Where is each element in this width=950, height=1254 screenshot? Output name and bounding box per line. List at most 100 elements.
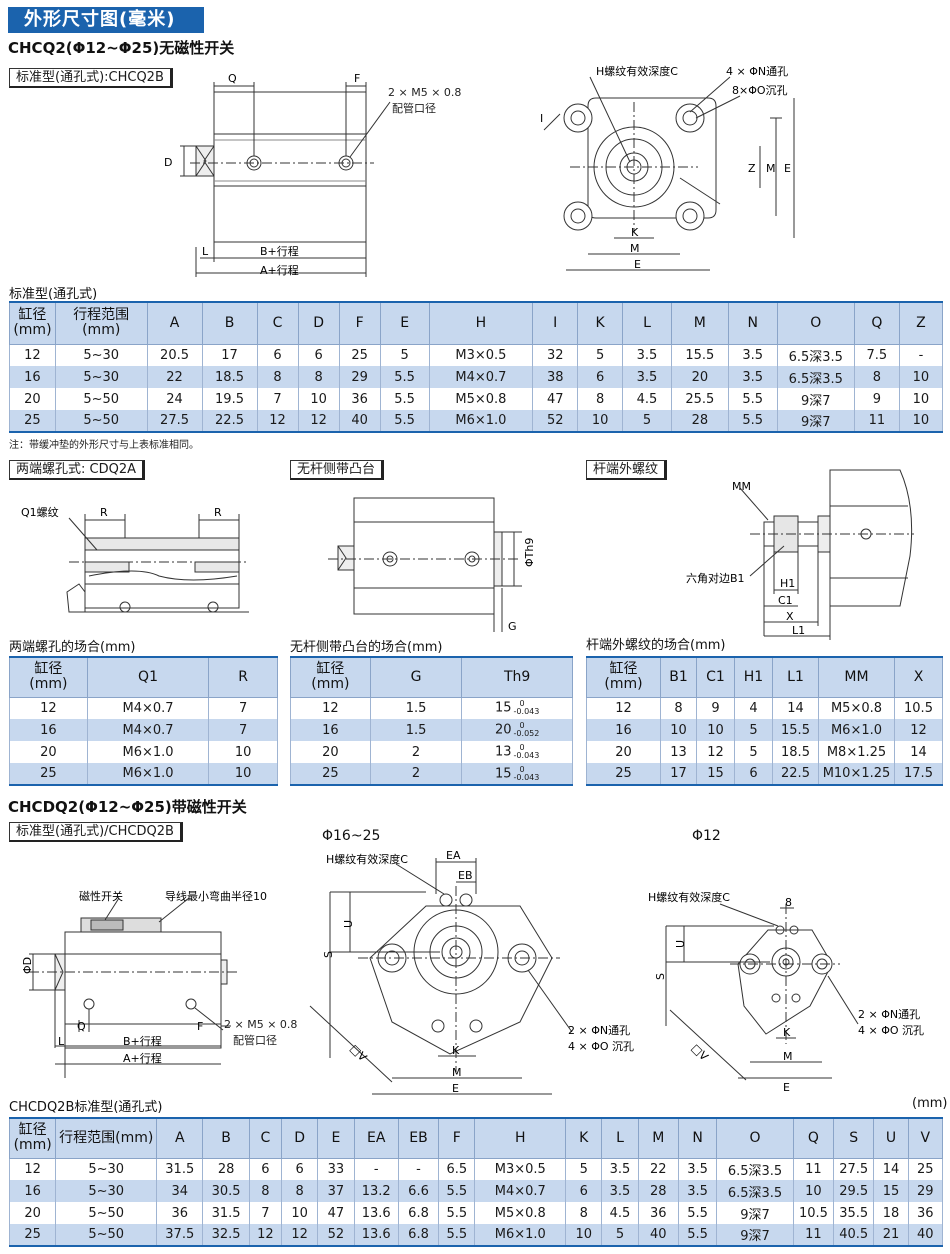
side-label-i: I <box>540 112 543 125</box>
table-cell: 13.6 <box>353 1202 399 1224</box>
diag-c-mm: MM <box>732 480 751 493</box>
s3-side16-n: 2 × ΦN通孔 <box>568 1024 630 1037</box>
table-cell: 6 <box>577 366 624 388</box>
table-cell: 6 <box>256 344 299 366</box>
table-cell: 9 <box>696 697 735 719</box>
diag-c-x: X <box>786 610 794 623</box>
table-cell: 5.5 <box>677 1202 718 1224</box>
s3-side16-o: 4 × ΦO 沉孔 <box>568 1040 634 1053</box>
table-cell: 12 <box>9 697 88 719</box>
front-port-label2: 配管口径 <box>392 102 436 115</box>
table-header-cell: I <box>532 301 579 345</box>
table-header-cell: S <box>833 1117 875 1159</box>
s3-side16-h: H螺纹有效深度C <box>326 852 408 866</box>
table-cell: 10 <box>208 763 278 786</box>
table-cell: 8 <box>281 1180 319 1202</box>
table-cell: 40.5 <box>833 1224 875 1247</box>
table-cell: 18.5 <box>201 366 258 388</box>
table-cell: 20 <box>586 741 661 763</box>
side-label-m: M <box>630 242 640 255</box>
table-cell: M8×1.25 <box>818 741 895 763</box>
table-cell: 5~50 <box>55 1224 158 1247</box>
table-cell: 9 <box>853 388 900 410</box>
table-cell: 13.6 <box>353 1224 399 1247</box>
table-header-cell: A <box>146 301 203 345</box>
table-cell: 10 <box>208 741 278 763</box>
table-cell: 29 <box>907 1180 944 1202</box>
table-cell: 5.5 <box>677 1224 718 1247</box>
table-cell: 20 <box>9 388 56 410</box>
side-label-n: 4 × ΦN通孔 <box>726 65 788 78</box>
section1-front-view: Q F D L B+行程 A+行程 <box>164 72 391 277</box>
s3-side16-k: K <box>452 1044 460 1057</box>
table-cell: 25.5 <box>670 388 729 410</box>
table-cell: 37 <box>317 1180 355 1202</box>
table-cell: 27.5 <box>146 410 203 433</box>
table-cell: 10 <box>565 1224 603 1247</box>
table-cell: 5~50 <box>54 388 148 410</box>
s3-side12-h: H螺纹有效深度C <box>648 890 730 904</box>
table-cell: 12 <box>894 719 943 741</box>
table-header-cell: H1 <box>734 656 773 698</box>
table-header-cell: L <box>622 301 672 345</box>
side-label-o: 8×ΦO沉孔 <box>732 84 788 97</box>
table-header-cell: N <box>727 301 778 345</box>
table-cell: 8 <box>660 697 697 719</box>
table-header-cell: 缸径(mm) <box>8 1117 57 1159</box>
table-cell: 6.5 <box>438 1158 476 1180</box>
th9-lower: -0.043 <box>513 707 540 717</box>
table-cell: 31.5 <box>202 1202 250 1224</box>
th9-lower: -0.043 <box>513 772 540 782</box>
front-label-a: A+行程 <box>260 264 299 277</box>
table-cell: 12 <box>290 697 371 719</box>
table-cell: 33 <box>317 1158 355 1180</box>
table-cell: M4×0.7 <box>428 366 534 388</box>
table-cell: 10 <box>696 719 735 741</box>
section2-label-a: 两端螺孔式: CDQ2A <box>9 460 145 480</box>
table-header-cell: L <box>601 1117 639 1159</box>
table-cell: 28 <box>670 410 729 433</box>
table-cell: 14 <box>873 1158 909 1180</box>
table-cell: 24 <box>146 388 203 410</box>
section2-label-c: 杆端外螺纹 <box>586 460 668 480</box>
table-cell: 12 <box>8 1158 57 1180</box>
table-cell: M4×0.7 <box>474 1180 567 1202</box>
table-cell: 15 <box>873 1180 909 1202</box>
table-header-cell: MM <box>818 656 895 698</box>
table-cell: 10 <box>792 1180 835 1202</box>
table-cell: 12 <box>297 410 340 433</box>
diag-b-th9: ΦTh9 <box>523 538 536 567</box>
table-header-cell: B <box>202 1117 250 1159</box>
table-cell: 8 <box>248 1180 283 1202</box>
section2-caption-b: 无杆侧带凸台的场合(mm) <box>290 640 443 655</box>
table-cell: 1.5 <box>369 697 463 719</box>
table-cell: 10 <box>281 1202 319 1224</box>
s3-side12-n: 2 × ΦN通孔 <box>858 1008 920 1021</box>
table-header-cell: H <box>428 301 534 345</box>
table-cell: 5~30 <box>54 344 148 366</box>
front-label-f: F <box>354 72 360 85</box>
table-cell: 18 <box>873 1202 909 1224</box>
section2-label-b: 无杆侧带凸台 <box>290 460 385 480</box>
table-cell: 6.5深3.5 <box>776 344 855 366</box>
table-cell: M6×1.0 <box>428 410 534 433</box>
table-cell: 40 <box>637 1224 679 1247</box>
table-header-cell: Z <box>898 301 944 345</box>
table-header-cell: D <box>281 1117 319 1159</box>
table-cell: 1.5 <box>369 719 463 741</box>
s3-side12-u: U <box>674 940 687 948</box>
s3-front-d: ΦD <box>21 957 34 974</box>
table-cell: 5.5 <box>438 1202 476 1224</box>
table-cell: M6×1.0 <box>86 741 210 763</box>
diag-b-g: G <box>508 620 517 633</box>
table-cell: M5×0.8 <box>818 697 895 719</box>
table-cell: 5.5 <box>379 366 430 388</box>
table-cell: 15 <box>696 763 735 786</box>
table-header-cell: G <box>369 656 463 698</box>
